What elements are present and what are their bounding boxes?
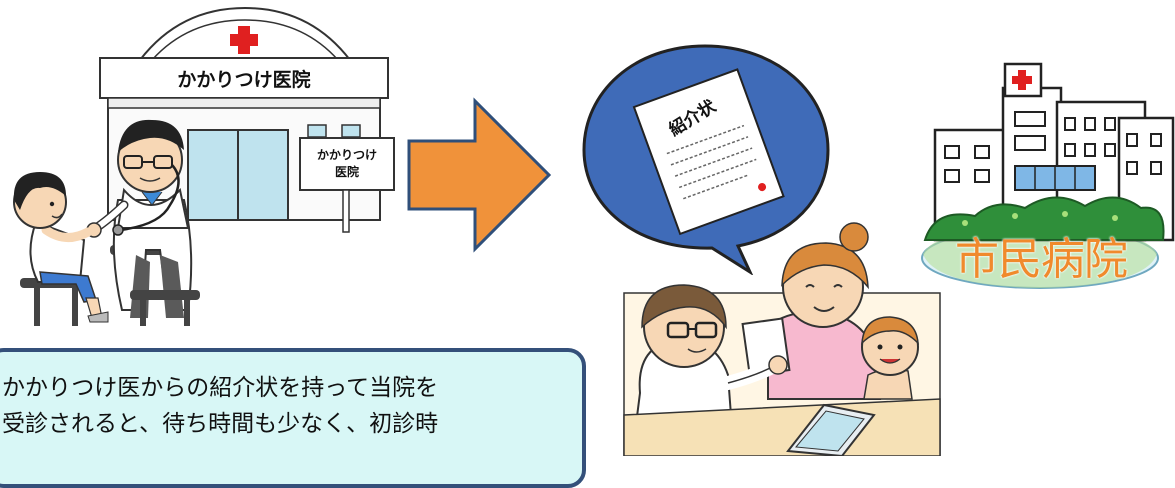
info-text-line1: かかりつけ医からの紹介状を持って当院を: [2, 375, 439, 401]
child-patient-figure: [13, 172, 109, 326]
laptop-icon: [786, 403, 876, 456]
right-arrow-icon: [407, 97, 552, 253]
hospital-cross-icon: [1012, 70, 1032, 90]
info-text-line2: 受診されると、待ち時間も少なく、初診時: [2, 411, 439, 437]
clinic-stand-sign: かかりつけ 医院: [302, 139, 392, 189]
city-hospital-illustration: [921, 62, 1175, 289]
doctor-figure: [86, 119, 193, 318]
stand-sign-line1: かかりつけ: [316, 148, 378, 162]
mother-figure: [767, 222, 882, 400]
clinic-sign-label: かかりつけ医院: [177, 68, 311, 91]
speech-bubble-referral: [582, 44, 830, 275]
info-text-box: かかりつけ医からの紹介状を持って当院を 受診されると、待ち時間も少なく、初診時: [0, 348, 586, 488]
child-figure: [861, 316, 919, 400]
red-cross-icon: [230, 26, 258, 54]
stand-sign-line2: 医院: [334, 165, 359, 179]
clinic-illustration: [13, 6, 395, 326]
hospital-label: 市民病院: [955, 234, 1128, 285]
referral-letter-icon: [632, 68, 785, 236]
reception-scene: [623, 222, 941, 456]
